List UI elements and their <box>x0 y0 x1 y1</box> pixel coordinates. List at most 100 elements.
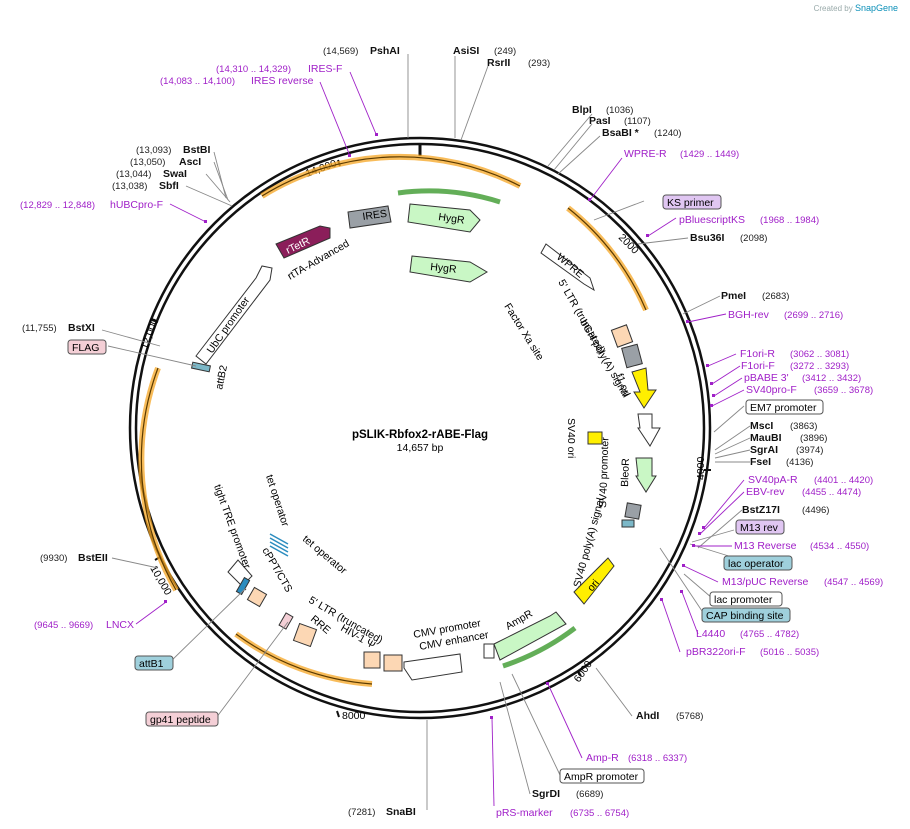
primer-pos-ires-f: (14,310 .. 14,329) <box>216 64 291 75</box>
primer-arrowheads <box>164 133 715 719</box>
box-m13-rev: M13 rev <box>740 522 779 534</box>
primer-name-amp-r: Amp-R <box>586 752 619 764</box>
boxed-labels: KS primer EM7 promoter M13 rev lac opera… <box>67 194 824 784</box>
enzyme-pos-bstz17i: (4496) <box>802 505 829 516</box>
f1ori-arrow <box>631 367 657 409</box>
enzyme-name-asisi: AsiSI <box>453 45 479 57</box>
hygr-label-inner: HygR <box>430 261 458 276</box>
primer-pos-m13-puc-reverse: (4547 .. 4569) <box>824 577 883 588</box>
enzyme-name-rsrii: RsrII <box>487 57 510 69</box>
enzyme-leader-lines <box>101 54 751 810</box>
ubc-label: UbC promoter <box>205 294 253 355</box>
enzyme-pos-fsei: (4136) <box>786 457 813 468</box>
enzyme-name-bsu36i: Bsu36I <box>690 232 725 244</box>
primer-name-pbr322ori-f: pBR322ori-F <box>686 646 746 658</box>
backbone-inner-ring <box>134 142 706 714</box>
orf-arcs <box>138 153 649 687</box>
plasmid-name: pSLIK-Rbfox2-rABE-Flag <box>352 429 488 441</box>
primer-name-pbluescriptks: pBluescriptKS <box>679 214 745 226</box>
primer-name-lncx: LNCX <box>106 619 134 631</box>
peach-block-tre <box>246 586 268 608</box>
hygr-arrow-outer <box>407 203 481 233</box>
primer-name-sv40pro-f: SV40pro-F <box>746 384 797 396</box>
attb2-mark <box>190 361 212 373</box>
cmv-arrow <box>403 653 463 681</box>
enzyme-name-pasi: PasI <box>589 115 611 127</box>
primer-name-wpre-r: WPRE-R <box>624 148 667 160</box>
peach-block-rre <box>292 622 318 648</box>
tetop1-label: tet operator <box>263 473 291 528</box>
sv40ori-label: SV40 ori <box>565 418 577 458</box>
ampr-arrow <box>493 611 567 661</box>
orf-arc-right-line <box>567 207 647 311</box>
enzyme-name-msci: MscI <box>750 420 773 432</box>
primer-name-pbabe3: pBABE 3' <box>744 372 789 384</box>
box-ks-primer: KS primer <box>667 197 714 209</box>
primer-pos-m13-reverse: (4534 .. 4550) <box>810 541 869 552</box>
hygr-arrow-inner <box>409 255 488 283</box>
tick-6000 <box>577 670 582 677</box>
tick-label-12000: 12,000 <box>139 317 161 351</box>
tick-label-8000: 8000 <box>342 710 366 722</box>
primer-name-f1ori-r: F1ori-R <box>740 348 775 360</box>
ires-block <box>347 205 392 229</box>
enzyme-name-bstbi: BstBI <box>183 144 211 156</box>
primer-name-ebv-rev: EBV-rev <box>746 486 785 498</box>
tick-8000 <box>336 710 340 718</box>
enzyme-pos-sgrdi: (6689) <box>576 789 603 800</box>
backbone-outer-ring <box>128 136 712 720</box>
box-lac-promoter: lac promoter <box>714 594 773 606</box>
enzyme-pos-sgrai: (3974) <box>796 445 823 456</box>
gray-block-right <box>621 343 643 369</box>
sv40prom-label: SV40 promoter <box>597 437 611 508</box>
primer-pos-f1ori-r: (3062 .. 3081) <box>790 349 849 360</box>
sv40ori-block <box>587 431 603 445</box>
enzyme-pos-asisi: (249) <box>494 46 516 57</box>
enzyme-labels: (14,569) PshAI AsiSI (249) RsrII (293) B… <box>22 45 829 818</box>
orf-arc-left-line <box>140 367 177 591</box>
enzyme-pos-maubi: (3896) <box>800 433 827 444</box>
snapgene-credit: Created by SnapGene <box>813 3 898 13</box>
primer-pos-pbr322ori-f: (5016 .. 5035) <box>760 647 819 658</box>
tetop2-label: tet operator <box>300 533 349 577</box>
primer-labels: IRES-F (14,310 .. 14,329) IRES reverse (… <box>20 63 883 819</box>
enzyme-name-sgrdi: SgrDI <box>532 788 560 800</box>
box-cap-binding-site: CAP binding site <box>706 610 784 622</box>
cppt-label: cPPT/CTS <box>259 546 294 595</box>
orf-arc-top-line <box>261 156 521 197</box>
orf-arc-bottom-line <box>235 633 373 685</box>
box-attb1: attB1 <box>139 658 164 670</box>
peach-block-right <box>610 324 634 348</box>
box-gp41-peptide: gp41 peptide <box>150 714 211 726</box>
enzyme-pos-sbfi: (13,038) <box>112 181 147 192</box>
primer-pos-ires-reverse: (14,083 .. 14,100) <box>160 76 235 87</box>
enzyme-name-ahdi: AhdI <box>636 710 659 722</box>
enzyme-name-pmei: PmeI <box>721 290 746 302</box>
peach-block-ltr5a <box>363 651 381 669</box>
orf-arc-green-bottom <box>502 626 577 669</box>
tick-12000 <box>151 319 159 323</box>
primer-pos-sv40pro-f: (3659 .. 3678) <box>814 385 873 396</box>
ubc-arrow <box>195 265 273 365</box>
primer-pos-pbluescriptks: (1968 .. 1984) <box>760 215 819 226</box>
wpre-block <box>540 243 595 292</box>
tre-label: tight TRE promoter <box>211 483 253 571</box>
enzyme-pos-bsteii: (9930) <box>40 553 67 564</box>
plasmid-size: 14,657 bp <box>397 442 444 454</box>
enzyme-name-bstz17i: BstZ17I <box>742 504 780 516</box>
enzyme-name-maubi: MauBI <box>750 432 782 444</box>
rtetr-label: rTetR <box>284 235 312 257</box>
primer-pos-wpre-r: (1429 .. 1449) <box>680 149 739 160</box>
enzyme-pos-bstxi: (11,755) <box>22 323 57 334</box>
primer-name-f1ori-f: F1ori-F <box>741 360 775 372</box>
primer-name-ires-reverse: IRES reverse <box>251 75 314 87</box>
enzyme-pos-pshai: (14,569) <box>323 46 358 57</box>
enzyme-name-snabi: SnaBI <box>386 806 416 818</box>
enzyme-pos-ahdi: (5768) <box>676 711 703 722</box>
tick-2000 <box>635 243 642 250</box>
enzyme-name-swai: SwaI <box>163 168 187 180</box>
enzyme-name-fsei: FseI <box>750 456 771 468</box>
enzyme-name-pshai: PshAI <box>370 45 400 57</box>
ires-label: IRES <box>362 208 388 223</box>
